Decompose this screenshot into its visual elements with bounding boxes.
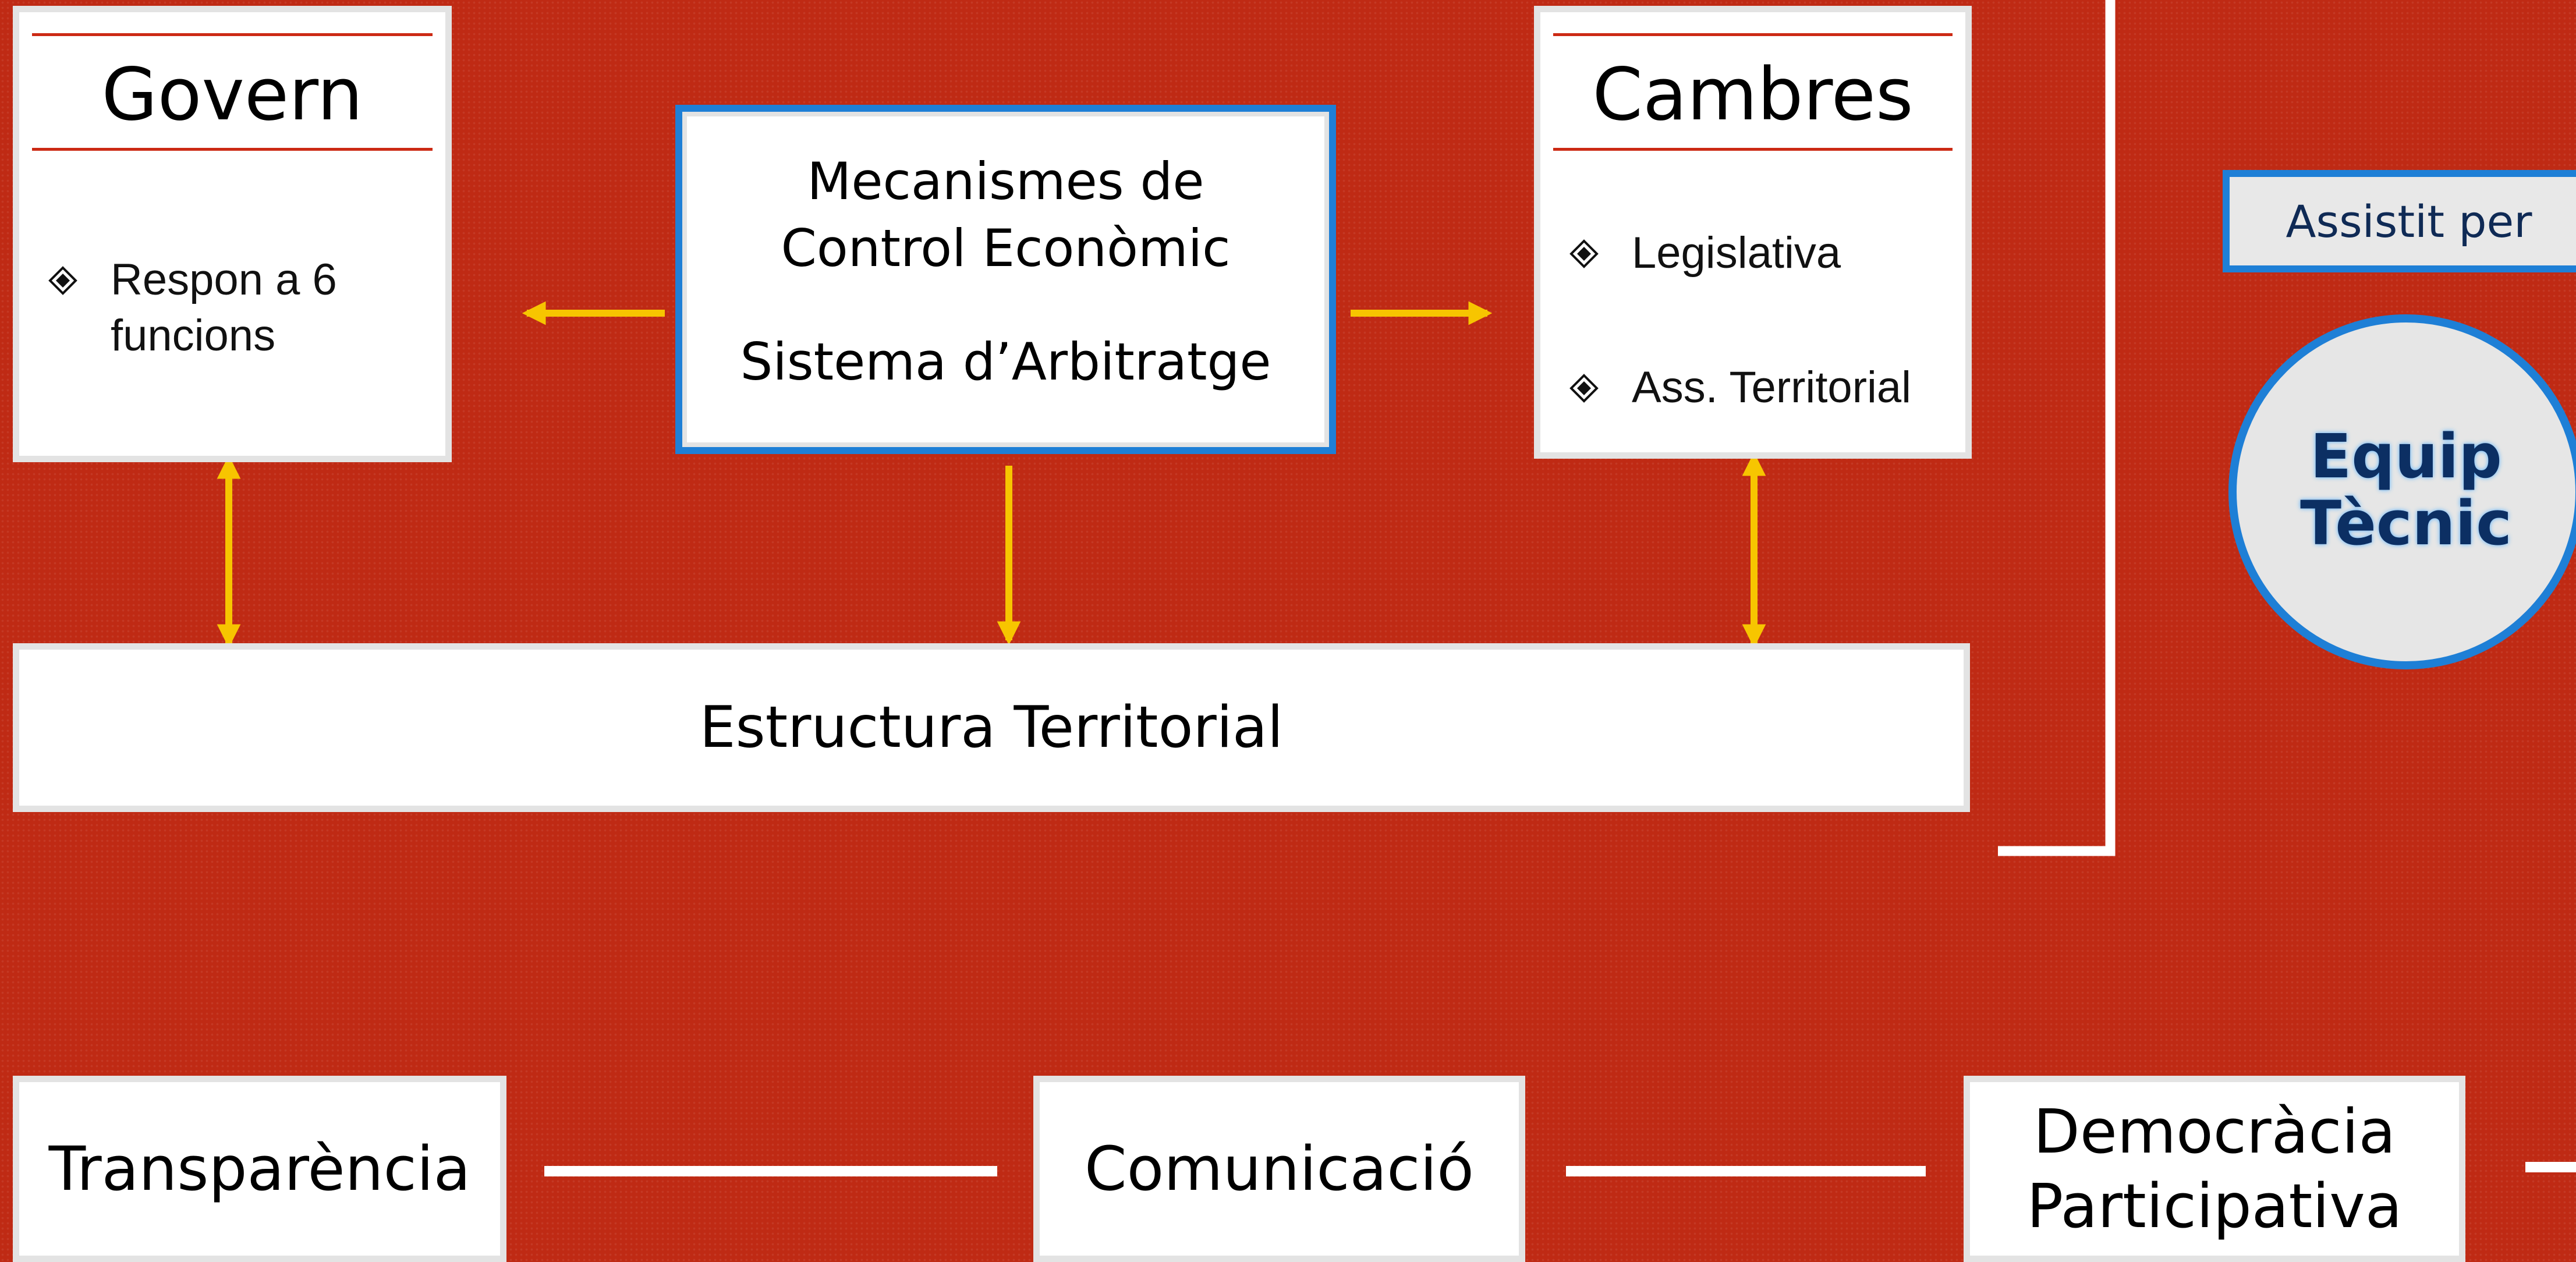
estructura-territorial-box: Estructura Territorial bbox=[13, 643, 1970, 812]
mecanismes-line2: Control Econòmic bbox=[781, 218, 1231, 278]
mecanismes-line3: Sistema d’Arbitratge bbox=[740, 332, 1271, 392]
equip-tecnic-circle: Equip Tècnic bbox=[2228, 314, 2576, 669]
transparencia-box: Transparència bbox=[13, 1076, 506, 1262]
equip-line1: Equip bbox=[2310, 421, 2502, 492]
govern-item-0: Respon a 6 funcions bbox=[48, 252, 409, 364]
govern-title: Govern bbox=[101, 53, 363, 137]
govern-bottom-rule bbox=[32, 148, 433, 151]
diamond-bullet-icon bbox=[1569, 225, 1606, 268]
cambres-item-label: Legislativa bbox=[1632, 228, 1841, 278]
cambres-top-rule bbox=[1553, 33, 1953, 36]
comunicacio-box: Comunicació bbox=[1033, 1076, 1525, 1262]
govern-item-label: Respon a 6 funcions bbox=[111, 255, 337, 360]
diamond-bullet-icon bbox=[1569, 360, 1606, 403]
equip-line2: Tècnic bbox=[2300, 488, 2512, 559]
cambres-item-label: Ass. Territorial bbox=[1632, 363, 1912, 412]
assistit-per-label: Assistit per bbox=[2223, 170, 2576, 272]
cambres-title: Cambres bbox=[1592, 53, 1914, 137]
cambres-item-0: Legislativa bbox=[1569, 225, 1965, 281]
govern-card: Govern Respon a 6 funcions bbox=[13, 6, 452, 462]
democracia-participativa-box: Democràcia Participativa bbox=[1964, 1076, 2465, 1262]
mecanismes-card: Mecanismes de Control Econòmic Sistema d… bbox=[675, 105, 1336, 454]
cambres-card: Cambres Legislativa Ass. Territorial bbox=[1534, 6, 1972, 459]
govern-top-rule bbox=[32, 33, 433, 36]
bracket-line bbox=[1998, 0, 2116, 856]
cambres-bottom-rule bbox=[1553, 148, 1953, 151]
cambres-item-1: Ass. Territorial bbox=[1569, 360, 1965, 416]
diamond-bullet-icon bbox=[48, 252, 84, 295]
mecanismes-line1: Mecanismes de bbox=[807, 151, 1204, 211]
